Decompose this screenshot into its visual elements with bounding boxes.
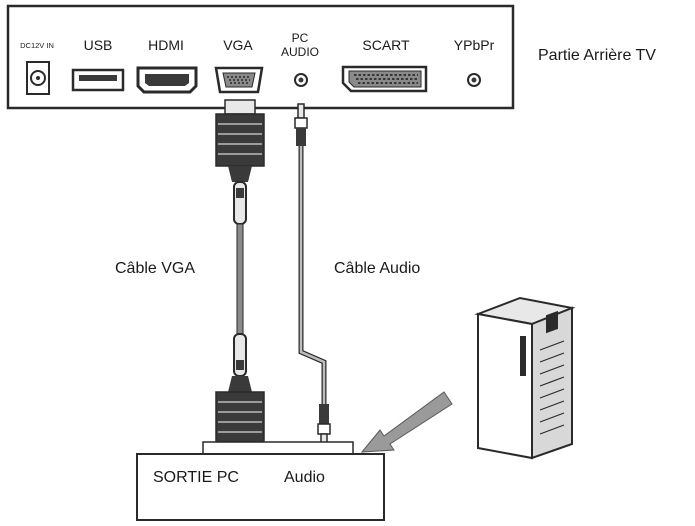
pc-output-top-strip bbox=[202, 441, 354, 455]
port-label-scart: SCART bbox=[362, 37, 410, 53]
audio-plug-top bbox=[294, 103, 308, 146]
pc-output-box bbox=[136, 453, 385, 521]
vga-cable-label: Câble VGA bbox=[115, 260, 195, 277]
audio-cable bbox=[294, 103, 331, 449]
hdmi-port bbox=[136, 66, 198, 94]
port-label-audio: AUDIO bbox=[281, 45, 319, 59]
tv-side-label: Partie Arrière TV bbox=[538, 47, 656, 64]
vga-connector-top bbox=[215, 99, 265, 225]
pc-output-panel: SORTIE PC Audio bbox=[136, 441, 385, 521]
port-label-pc: PC bbox=[292, 31, 309, 45]
port-label-usb: USB bbox=[84, 37, 113, 53]
scart-port bbox=[341, 65, 428, 93]
audio-cable-label: Câble Audio bbox=[334, 260, 420, 277]
port-label-vga: VGA bbox=[223, 37, 253, 53]
port-label-hdmi: HDMI bbox=[148, 37, 184, 53]
pc-audio-jack-port bbox=[294, 73, 308, 87]
port-label-ypbpr: YPbPr bbox=[454, 37, 495, 53]
pc-audio-output-label: Audio bbox=[284, 469, 325, 486]
port-label-dc12v: DC12V IN bbox=[20, 41, 54, 50]
tv-panel-frame bbox=[6, 4, 515, 110]
vga-port bbox=[214, 66, 264, 94]
pc-output-label: SORTIE PC bbox=[153, 469, 239, 486]
vga-cable bbox=[215, 99, 265, 455]
dc-jack-port bbox=[26, 61, 50, 95]
pointer-arrow bbox=[360, 391, 453, 453]
ypbpr-jack-port bbox=[467, 73, 481, 87]
pc-tower-icon bbox=[474, 296, 576, 460]
vga-connector-bottom bbox=[215, 333, 265, 455]
tv-back-panel: DC12V IN USB HDMI VGA PC AUDIO SCART YPb… bbox=[6, 4, 515, 110]
usb-port bbox=[71, 68, 125, 92]
